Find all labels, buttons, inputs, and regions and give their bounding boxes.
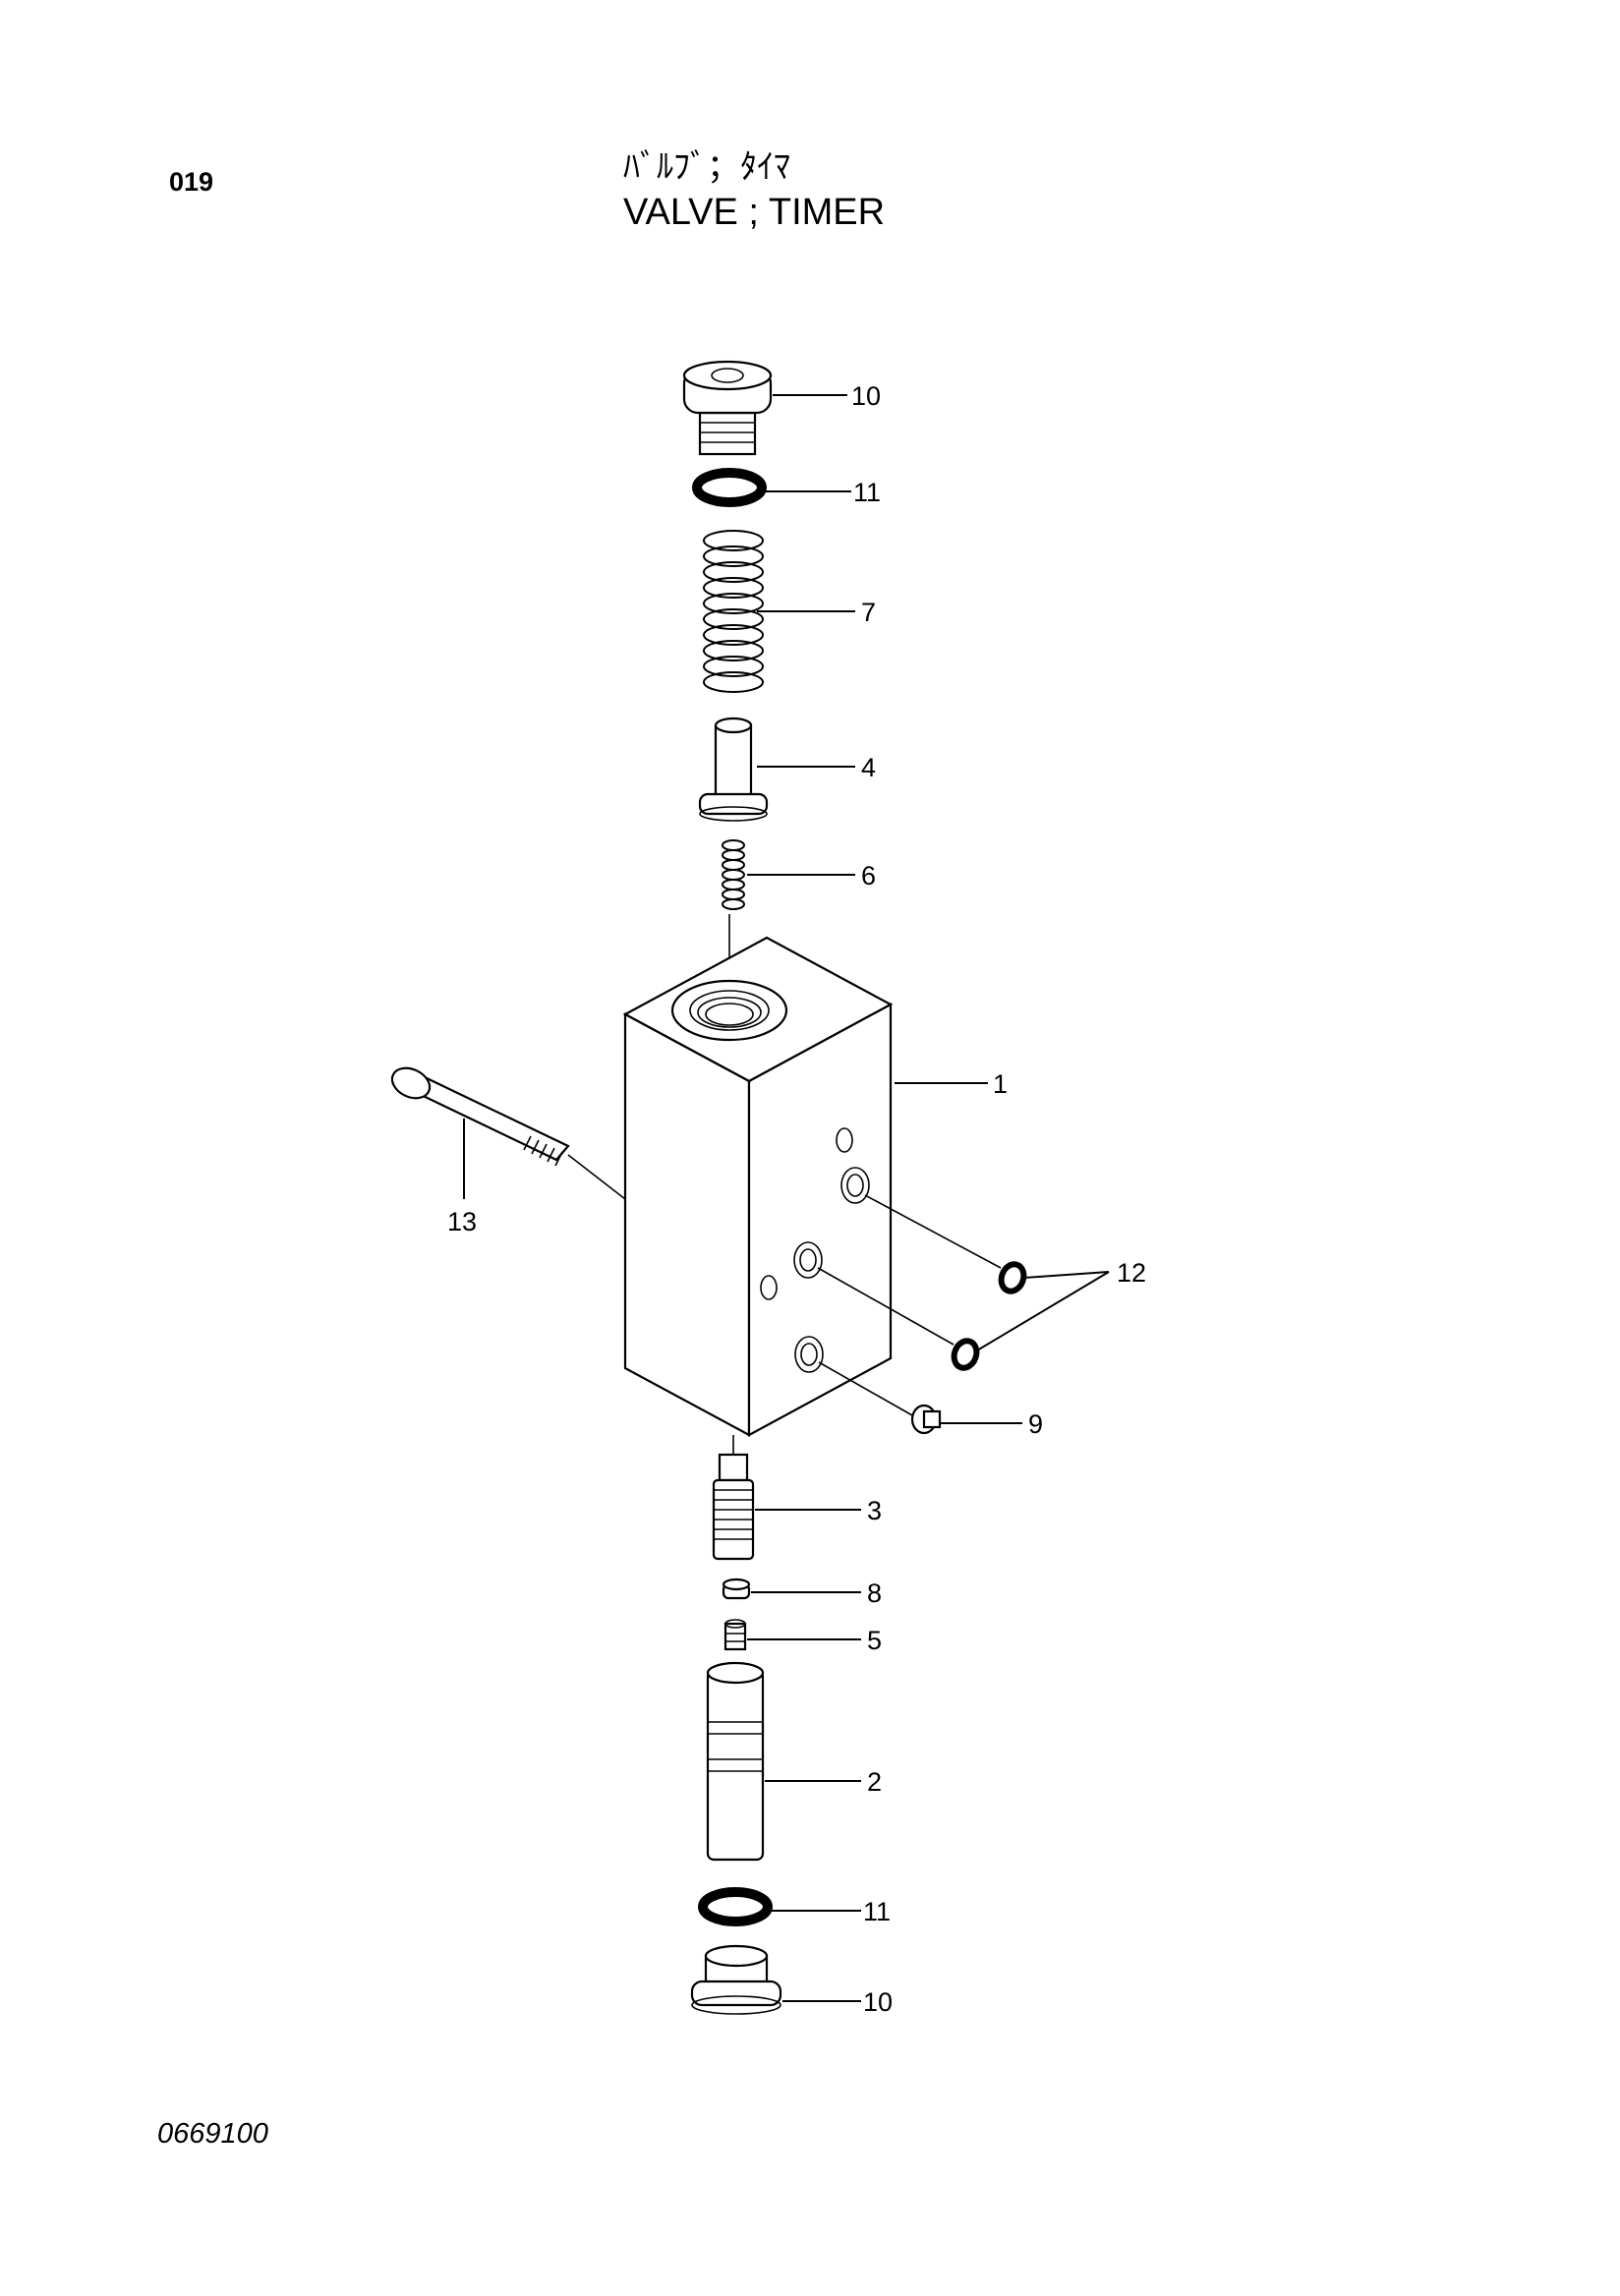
part-7-spring [703,530,764,693]
callout-5: 5 [867,1626,882,1655]
part-12-oring-lower [951,1338,980,1371]
part-8-pin [722,1578,751,1600]
part-6-small-spring [722,839,745,910]
part-11-top-oring [692,468,767,507]
page-number: 019 [169,167,214,197]
leader-12-b [976,1271,1110,1351]
part-10-top-plug [682,360,773,456]
part-10-bottom-plug [690,1944,782,2015]
callout-8: 8 [867,1578,882,1608]
callout-10-top: 10 [851,381,881,411]
callout-12: 12 [1117,1258,1146,1288]
callout-6: 6 [861,861,876,890]
title-block: ﾊﾞﾙﾌﾞ；ﾀｲﾏ VALVE ; TIMER [623,145,885,236]
assembly-line-9 [818,1361,913,1416]
title-japanese: ﾊﾞﾙﾌﾞ；ﾀｲﾏ [623,147,790,187]
bolt-axis-line [567,1154,626,1200]
part-1-valve-block [622,936,894,1437]
part-5-screw [723,1619,747,1651]
part-11-bottom-oring [698,1887,773,1926]
callout-3: 3 [867,1496,882,1525]
part-2-spool [706,1661,765,1862]
callout-1: 1 [993,1069,1008,1099]
callout-7: 7 [861,598,876,627]
callout-10-bottom: 10 [863,1987,893,2017]
part-4-poppet [698,717,769,822]
title-english: VALVE ; TIMER [623,192,886,233]
part-9-small-plug [910,1404,942,1435]
part-3-plunger [712,1453,755,1561]
assembly-line-12-lower [817,1267,955,1346]
callout-4: 4 [861,753,876,782]
leader-12-a [1023,1271,1110,1279]
callout-13: 13 [447,1207,477,1236]
assembly-line-12-upper [864,1194,1002,1269]
drawing-code: 0669100 [157,2118,268,2150]
part-12-oring-upper [998,1261,1027,1294]
callout-11-top: 11 [853,478,881,507]
callout-2: 2 [867,1767,882,1797]
callout-11-bottom: 11 [863,1897,891,1926]
callout-9: 9 [1028,1409,1043,1439]
part-13-bolt [390,1066,570,1167]
